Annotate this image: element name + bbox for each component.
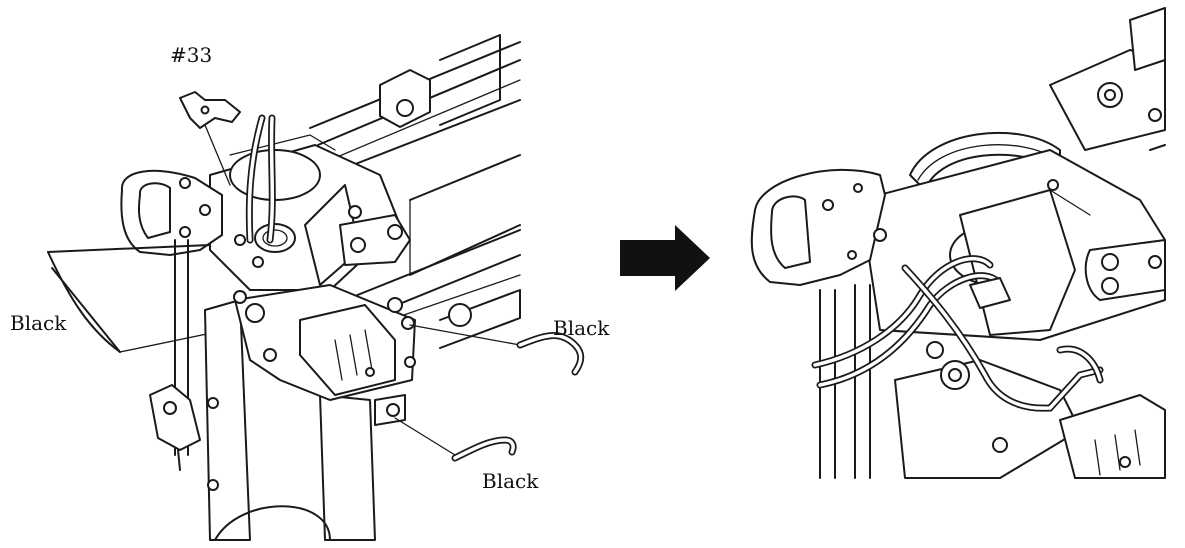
right-top-black-wire xyxy=(409,324,585,376)
right-top-wire-label: Black xyxy=(553,316,610,340)
after-view xyxy=(750,7,1166,479)
part-33-bracket xyxy=(179,91,276,244)
part-number-label: #33 xyxy=(170,43,212,67)
routed-wires xyxy=(811,255,1104,412)
right-bottom-wire-label: Black xyxy=(482,469,539,493)
frame-top xyxy=(1049,7,1166,151)
rail-frame xyxy=(309,34,521,349)
switch-block-after xyxy=(894,341,1166,479)
left-wire-label: Black xyxy=(10,311,67,335)
right-bottom-black-wire xyxy=(394,417,517,462)
handle-after xyxy=(750,168,887,286)
chassis-plate xyxy=(209,134,411,291)
lever-after xyxy=(1084,239,1166,301)
before-view: #33 Black Black Black xyxy=(10,34,610,541)
switch-block xyxy=(233,284,416,426)
right-arrow-icon xyxy=(620,225,710,291)
handle-clip xyxy=(120,169,223,256)
column-assembly xyxy=(149,239,376,541)
